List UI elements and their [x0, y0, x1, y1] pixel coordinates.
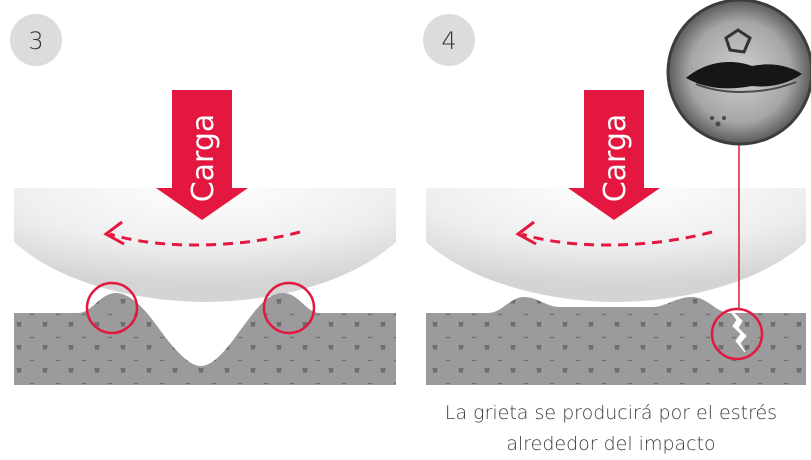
step-badge [10, 14, 62, 66]
caption-line-2: alrededor del impacto [506, 433, 716, 455]
load-arrow: Carga [568, 90, 660, 220]
caption-line-1: La grieta se producirá por el estrés [444, 402, 778, 424]
rotation-arrow [521, 230, 713, 247]
load-label: Carga [186, 114, 221, 203]
ground-surface [14, 293, 396, 385]
ground-surface [426, 297, 806, 385]
panel-4: 4 Carga [423, 0, 811, 385]
crack-photo [666, 0, 811, 146]
load-arrow: Carga [156, 90, 248, 220]
step-number: 3 [28, 27, 43, 55]
step-badge [423, 14, 475, 66]
load-label: Carga [598, 114, 633, 203]
rotation-arrow-head [515, 220, 537, 246]
rotation-arrow [109, 230, 301, 247]
crack-icon [730, 311, 747, 353]
roller [426, 188, 806, 302]
rotation-arrow-head [103, 220, 125, 246]
stress-point-left [85, 281, 139, 335]
crack-highlight [710, 307, 764, 361]
caption: La grieta se producirá por el estrés alr… [416, 398, 806, 460]
stress-point-right [262, 281, 316, 335]
roller [14, 188, 396, 302]
step-number: 4 [441, 27, 456, 55]
panel-3: 3 Carga [10, 14, 396, 385]
